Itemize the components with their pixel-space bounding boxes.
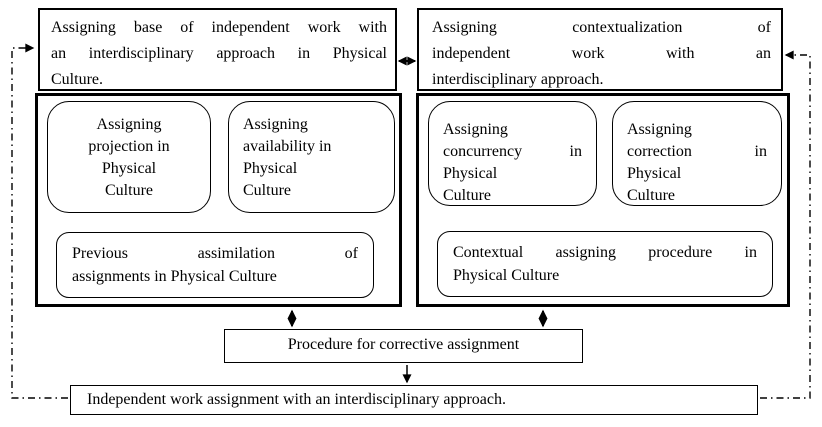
text-line: Culture: [243, 182, 291, 199]
text-line: projection in: [88, 138, 170, 155]
box-top-left: Assigning base of independent work with …: [38, 8, 397, 91]
box-final-outcome: Independent work assignment with an inte…: [70, 385, 758, 415]
text-line: Culture: [443, 187, 491, 204]
text-line: Contextual assigning procedure in: [453, 244, 757, 261]
text-line: concurrency in: [443, 143, 582, 160]
text-line: Assigning: [243, 116, 308, 133]
box-corrective-procedure: Procedure for corrective assignment: [224, 329, 583, 363]
text-line: correction in: [627, 143, 767, 160]
box-assigning-availability: Assigning availability in Physical Cultu…: [228, 101, 395, 213]
box-assigning-concurrency: Assigning concurrency in Physical Cultur…: [428, 101, 597, 206]
box-contextual-procedure: Contextual assigning procedure in Physic…: [437, 231, 773, 297]
box-top-right: Assigning contextualization of independe…: [417, 8, 783, 91]
text-line: Assigning: [627, 121, 692, 138]
text-line: Culture: [105, 182, 153, 199]
box-previous-assimilation: Previous assimilation of assignments in …: [56, 232, 374, 298]
text-line: Physical: [443, 165, 498, 182]
text-line: an interdisciplinary approach in Physica…: [51, 45, 387, 62]
box-assigning-correction: Assigning correction in Physical Culture: [612, 101, 782, 206]
text-line: Physical: [627, 165, 682, 182]
text-line: Assigning: [443, 121, 508, 138]
text-line: independent work with an: [432, 45, 771, 62]
text-line: Assigning: [96, 116, 162, 133]
text-line: Assigning base of independent work with: [51, 19, 387, 36]
box-assigning-projection: Assigning projection in Physical Culture: [47, 101, 211, 213]
text-line: Physical: [101, 160, 157, 177]
text-line: Physical: [243, 160, 298, 177]
text-line: Culture.: [51, 71, 103, 88]
text-line: Assigning contextualization of: [432, 19, 771, 36]
text-line: Culture: [627, 187, 675, 204]
text-line: interdisciplinary approach.: [432, 71, 604, 88]
text-line: assignments in Physical Culture: [72, 268, 277, 285]
text-line: availability in: [243, 138, 332, 155]
text-line: Physical Culture: [453, 267, 560, 284]
text-line: Previous assimilation of: [72, 245, 358, 262]
